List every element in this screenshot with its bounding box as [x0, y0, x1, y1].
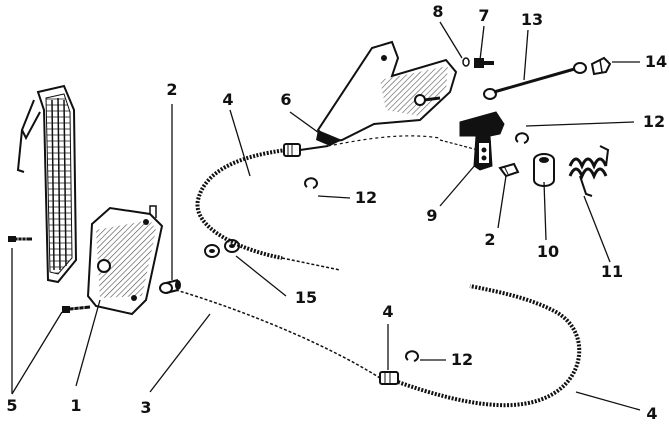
callout-5: 5	[6, 396, 18, 415]
callout-12-upper: 12	[354, 188, 378, 207]
upper-cable-housing	[195, 135, 441, 271]
cable-end-nuts	[204, 239, 240, 258]
callout-14: 14	[644, 52, 668, 71]
leader-lines	[11, 21, 641, 411]
callout-1: 1	[70, 396, 82, 415]
pedal-mounting-plate	[86, 205, 164, 316]
lever-bushing	[498, 162, 520, 178]
callout-2-pin: 2	[166, 80, 178, 99]
callout-2-bushing: 2	[484, 230, 496, 249]
callout-8: 8	[432, 2, 444, 21]
callout-12-right: 12	[642, 112, 666, 131]
callout-12-lower: 12	[450, 350, 474, 369]
linkage-rod	[483, 62, 587, 100]
callout-4-lower: 4	[646, 404, 658, 423]
return-spring	[568, 145, 610, 197]
throttle-lever	[439, 111, 505, 171]
rod-clip	[590, 56, 612, 76]
mounting-screws	[8, 236, 91, 313]
callout-15: 15	[294, 288, 318, 307]
callout-9: 9	[426, 206, 438, 225]
accelerator-pedal	[16, 84, 78, 284]
spacer-sleeve	[533, 153, 555, 187]
callout-11: 11	[600, 262, 624, 281]
callout-13: 13	[520, 10, 544, 29]
throttle-bracket	[316, 40, 458, 146]
callout-4-middle: 4	[382, 302, 394, 321]
callout-3: 3	[140, 398, 152, 417]
callout-10: 10	[536, 242, 560, 261]
lower-cable	[175, 284, 582, 408]
callout-7: 7	[478, 6, 490, 25]
bracket-bolt	[462, 57, 494, 68]
circlips	[304, 132, 529, 362]
callout-4-upper: 4	[222, 90, 234, 109]
callout-6: 6	[280, 90, 292, 109]
